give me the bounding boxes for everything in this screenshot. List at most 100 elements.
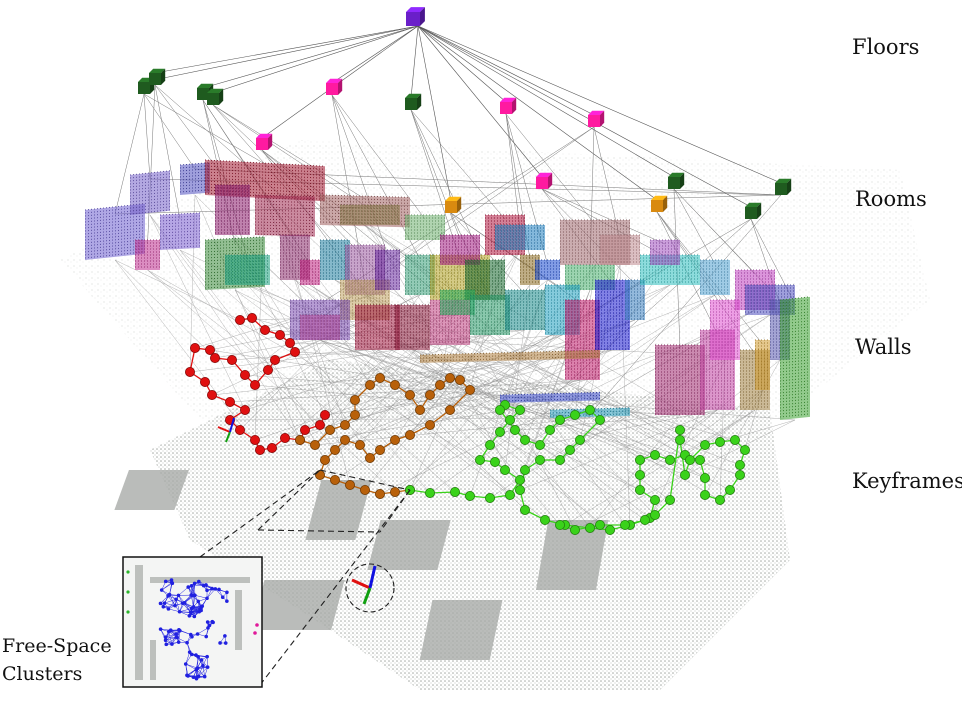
free-space-node xyxy=(199,609,203,613)
room-node xyxy=(445,197,461,213)
keyframe-node xyxy=(280,433,289,442)
wall-plane xyxy=(300,260,320,285)
free-space-node xyxy=(175,636,179,640)
keyframe-node xyxy=(465,385,474,394)
wall-plane xyxy=(300,315,340,340)
free-space-node xyxy=(196,600,200,604)
keyframe-node xyxy=(535,440,544,449)
free-space-label-line2: Clusters xyxy=(2,663,82,685)
free-space-node xyxy=(163,601,167,605)
free-space-node xyxy=(177,640,181,644)
keyframe-node xyxy=(390,435,399,444)
free-space-node xyxy=(177,628,181,632)
free-space-node xyxy=(181,601,185,605)
wall-plane xyxy=(215,185,250,235)
keyframe-node xyxy=(185,367,194,376)
free-space-node xyxy=(211,620,215,624)
free-space-node xyxy=(205,655,209,659)
wall-plane xyxy=(355,305,400,350)
room-node xyxy=(536,173,552,189)
wall-plane xyxy=(780,297,810,420)
keyframe-node xyxy=(263,365,272,374)
free-space-node xyxy=(160,588,164,592)
keyframe-node xyxy=(535,455,544,464)
keyframe-node xyxy=(330,445,339,454)
free-space-node xyxy=(189,610,193,614)
keyframe-node xyxy=(665,455,674,464)
keyframe-node xyxy=(365,453,374,462)
keyframe-node xyxy=(700,440,709,449)
room-node xyxy=(326,79,342,95)
keyframe-node xyxy=(585,405,594,414)
free-space-node xyxy=(193,582,197,586)
keyframe-node xyxy=(495,405,504,414)
keyframe-node xyxy=(495,427,504,436)
keyframe-node xyxy=(565,445,574,454)
wall-plane xyxy=(565,300,600,380)
free-space-node xyxy=(164,635,168,639)
keyframe-node xyxy=(345,480,354,489)
room-node xyxy=(149,69,165,85)
keyframe-node xyxy=(465,491,474,500)
keyframe-node xyxy=(485,440,494,449)
keyframe-node xyxy=(650,450,659,459)
keyframe-node xyxy=(715,437,724,446)
free-space-node xyxy=(164,643,168,647)
keyframe-node xyxy=(475,455,484,464)
wall-plane xyxy=(650,240,680,265)
free-space-node xyxy=(159,602,163,606)
keyframe-node xyxy=(505,490,514,499)
keyframe-node xyxy=(240,370,249,379)
wall-plane xyxy=(470,295,510,335)
wall-plane xyxy=(395,305,430,350)
keyframe-node xyxy=(375,489,384,498)
keyframe-node xyxy=(190,343,199,352)
free-space-node xyxy=(208,624,212,628)
keyframe-node xyxy=(425,390,434,399)
keyframe-node xyxy=(520,505,529,514)
keyframe-node xyxy=(247,313,256,322)
keyframe-node xyxy=(570,410,579,419)
floor-node-cube xyxy=(406,7,425,26)
keyframe-node xyxy=(375,373,384,382)
keyframe-node xyxy=(405,430,414,439)
keyframe-node xyxy=(505,415,514,424)
keyframe-node xyxy=(340,435,349,444)
free-space-node xyxy=(191,594,195,598)
keyframe-node xyxy=(330,475,339,484)
keyframe-node xyxy=(227,355,236,364)
free-space-node xyxy=(196,655,200,659)
room-node xyxy=(588,111,604,127)
free-space-node xyxy=(195,677,199,681)
free-space-node xyxy=(168,593,172,597)
floors-label: Floors xyxy=(852,35,919,59)
free-space-node xyxy=(203,675,207,679)
free-space-node xyxy=(221,595,225,599)
wall-plane xyxy=(710,300,740,360)
room-node xyxy=(745,203,761,219)
keyframe-node xyxy=(210,353,219,362)
wall-plane xyxy=(405,215,445,240)
keyframe-node xyxy=(205,345,214,354)
keyframe-node xyxy=(375,445,384,454)
wall-plane xyxy=(340,205,400,225)
keyframe-node xyxy=(355,440,364,449)
wall-plane xyxy=(535,260,560,280)
keyframe-node xyxy=(685,455,694,464)
free-space-node xyxy=(162,605,166,609)
free-space-node xyxy=(159,627,163,631)
free-space-node xyxy=(193,615,197,619)
keyframe-node xyxy=(240,405,249,414)
keyframe-node xyxy=(235,425,244,434)
wall-plane xyxy=(135,240,160,270)
keyframe-node xyxy=(267,443,276,452)
keyframe-node xyxy=(200,377,209,386)
free-space-node xyxy=(186,674,190,678)
wall-plane xyxy=(755,340,770,390)
keyframe-node xyxy=(285,338,294,347)
keyframe-node xyxy=(735,470,744,479)
free-space-node xyxy=(210,587,214,591)
free-space-node xyxy=(205,596,209,600)
keyframe-node xyxy=(270,355,279,364)
free-space-node xyxy=(214,587,218,591)
